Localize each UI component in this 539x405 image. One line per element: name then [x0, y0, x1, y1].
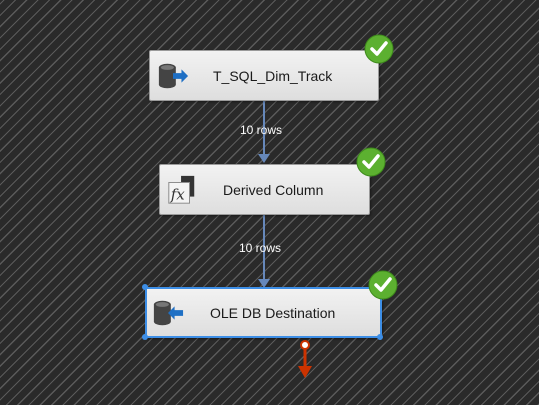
component-label: OLE DB Destination: [210, 305, 336, 321]
component-ole-db-destination[interactable]: OLE DB Destination: [145, 287, 382, 338]
svg-text:fx: fx: [170, 185, 186, 203]
component-label: Derived Column: [223, 182, 324, 198]
selection-handle[interactable]: [142, 334, 148, 340]
success-check-icon: [356, 147, 386, 177]
success-check-icon: [364, 34, 394, 64]
derived-column-icon: fx: [166, 174, 198, 206]
error-output-arrow-icon[interactable]: [298, 340, 312, 378]
selection-handle[interactable]: [142, 284, 148, 290]
success-check-icon: [368, 270, 398, 300]
component-derived-column[interactable]: fx Derived Column: [159, 164, 370, 215]
component-t-sql-dim-track[interactable]: T_SQL_Dim_Track: [149, 50, 379, 101]
selection-handle[interactable]: [377, 334, 383, 340]
component-label: T_SQL_Dim_Track: [213, 68, 333, 84]
ole-db-source-icon: [157, 60, 189, 92]
ole-db-destination-icon: [152, 297, 184, 329]
path-1-row-count: 10 rows: [240, 123, 283, 137]
path-2-row-count: 10 rows: [239, 241, 282, 255]
